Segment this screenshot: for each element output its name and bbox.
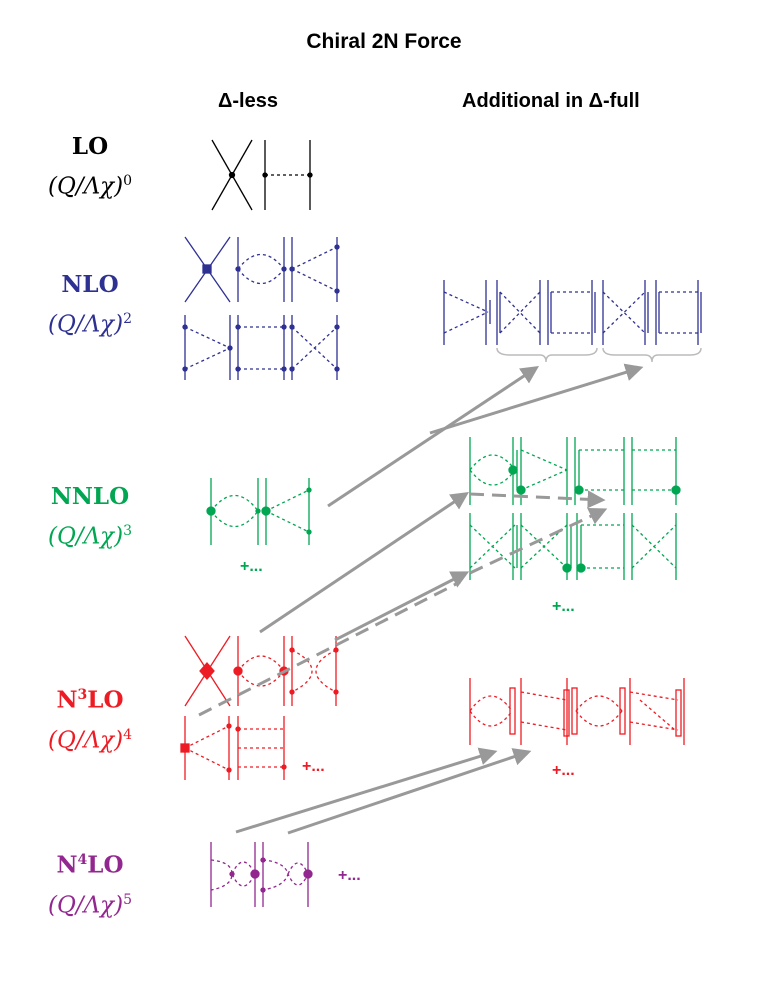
- delta-box-diagram-1: [520, 678, 570, 745]
- two-loop-diagram-1: [210, 842, 260, 907]
- arrow: [235, 747, 498, 834]
- power-counting: (Q/Λχ)3: [47, 523, 133, 550]
- order-name: NNLO: [50, 483, 130, 510]
- football-diagram: [206, 478, 261, 545]
- delta-football-diagram: [469, 437, 518, 505]
- grouping-braces: [496, 347, 702, 363]
- delta-box-diagram: [574, 437, 625, 505]
- column-header-delta-less: Δ-less: [218, 90, 278, 112]
- nnlo-diagrams-delta-full: [469, 437, 681, 580]
- power-counting: (Q/Λχ)0: [47, 173, 133, 200]
- delta-crossed-diagram-2: [520, 513, 572, 580]
- football-diagram: [235, 237, 287, 302]
- delta-crossed-diagram-3: [631, 513, 677, 580]
- box-diagram: [235, 315, 287, 380]
- order-label-n4lo: N4LO (Q/Λχ)5: [20, 843, 160, 922]
- delta-triangle-diagram: [516, 437, 568, 505]
- arrow: [334, 571, 470, 642]
- n4lo-diagrams: [210, 842, 313, 907]
- order-name: N4LO: [56, 851, 124, 879]
- arrow: [469, 490, 606, 509]
- delta-box-diagram-2: [655, 280, 702, 345]
- arrow: [469, 507, 608, 575]
- order-label-n3lo: N3LO (Q/Λχ)4: [20, 678, 160, 757]
- triangle-diagram: [289, 237, 340, 302]
- contact-diagram: [184, 236, 231, 303]
- delta-crossed-diagram-1: [469, 513, 518, 580]
- order-name: N3LO: [56, 686, 124, 714]
- football-diagram: [233, 636, 289, 706]
- n3lo-diagrams-delta-less: [180, 635, 339, 780]
- page-title: Chiral 2N Force: [306, 30, 462, 53]
- crossed-box-diagram: [289, 315, 340, 380]
- delta-football-diagram-1: [469, 678, 516, 745]
- ellipsis-n4lo: +...: [338, 867, 361, 884]
- power-counting: (Q/Λχ)4: [47, 726, 133, 754]
- order-name: NLO: [61, 271, 119, 298]
- order-label-lo: LO (Q/Λχ)0: [20, 130, 160, 204]
- nlo-diagrams-delta-less: [182, 236, 340, 380]
- delta-triangle-diagram: [443, 280, 491, 345]
- ellipsis-nnlo-less: +...: [240, 558, 263, 575]
- delta-crossed-box-diagram-2: [602, 280, 649, 345]
- box-diagram: [235, 716, 287, 780]
- delta-box-diagram-1: [547, 280, 596, 345]
- order-label-nnlo: NNLO (Q/Λχ)3: [20, 480, 160, 554]
- one-pion-exchange-diagram: [262, 140, 313, 210]
- ellipsis-nnlo-full: +...: [552, 598, 575, 615]
- two-loop-diagram: [289, 636, 339, 706]
- arrow: [198, 580, 461, 717]
- delta-box-diagram-2: [631, 437, 681, 505]
- connection-arrows: [198, 363, 644, 835]
- order-label-nlo: NLO (Q/Λχ)2: [20, 268, 160, 342]
- two-loop-diagram-2: [260, 842, 313, 907]
- order-name: LO: [71, 133, 109, 160]
- power-counting: (Q/Λχ)5: [47, 891, 133, 919]
- triangle-diagram-2: [182, 315, 233, 380]
- triangle-diagram: [261, 478, 312, 545]
- power-counting: (Q/Λχ)2: [47, 311, 133, 338]
- arrow: [259, 491, 469, 634]
- ellipsis-n3lo-less: +...: [302, 758, 325, 775]
- delta-crossed-box-diagram-1: [496, 280, 541, 345]
- nlo-diagrams-delta-full: [443, 280, 702, 345]
- delta-football-diagram-2: [571, 687, 626, 735]
- arrow: [287, 748, 532, 835]
- arrow: [327, 366, 539, 508]
- lo-diagrams: [211, 139, 313, 211]
- nnlo-diagrams-delta-less: [206, 478, 312, 545]
- ellipsis-n3lo-full: +...: [552, 762, 575, 779]
- arrow: [429, 363, 644, 435]
- delta-box-diagram-3: [576, 513, 625, 580]
- delta-box-diagram-2: [629, 678, 685, 745]
- triangle-diagram: [180, 716, 232, 780]
- n3lo-diagrams-delta-full: [469, 678, 685, 745]
- contact-diagram: [184, 635, 231, 707]
- column-header-delta-full: Additional in Δ-full: [462, 90, 640, 112]
- contact-diagram: [211, 139, 253, 211]
